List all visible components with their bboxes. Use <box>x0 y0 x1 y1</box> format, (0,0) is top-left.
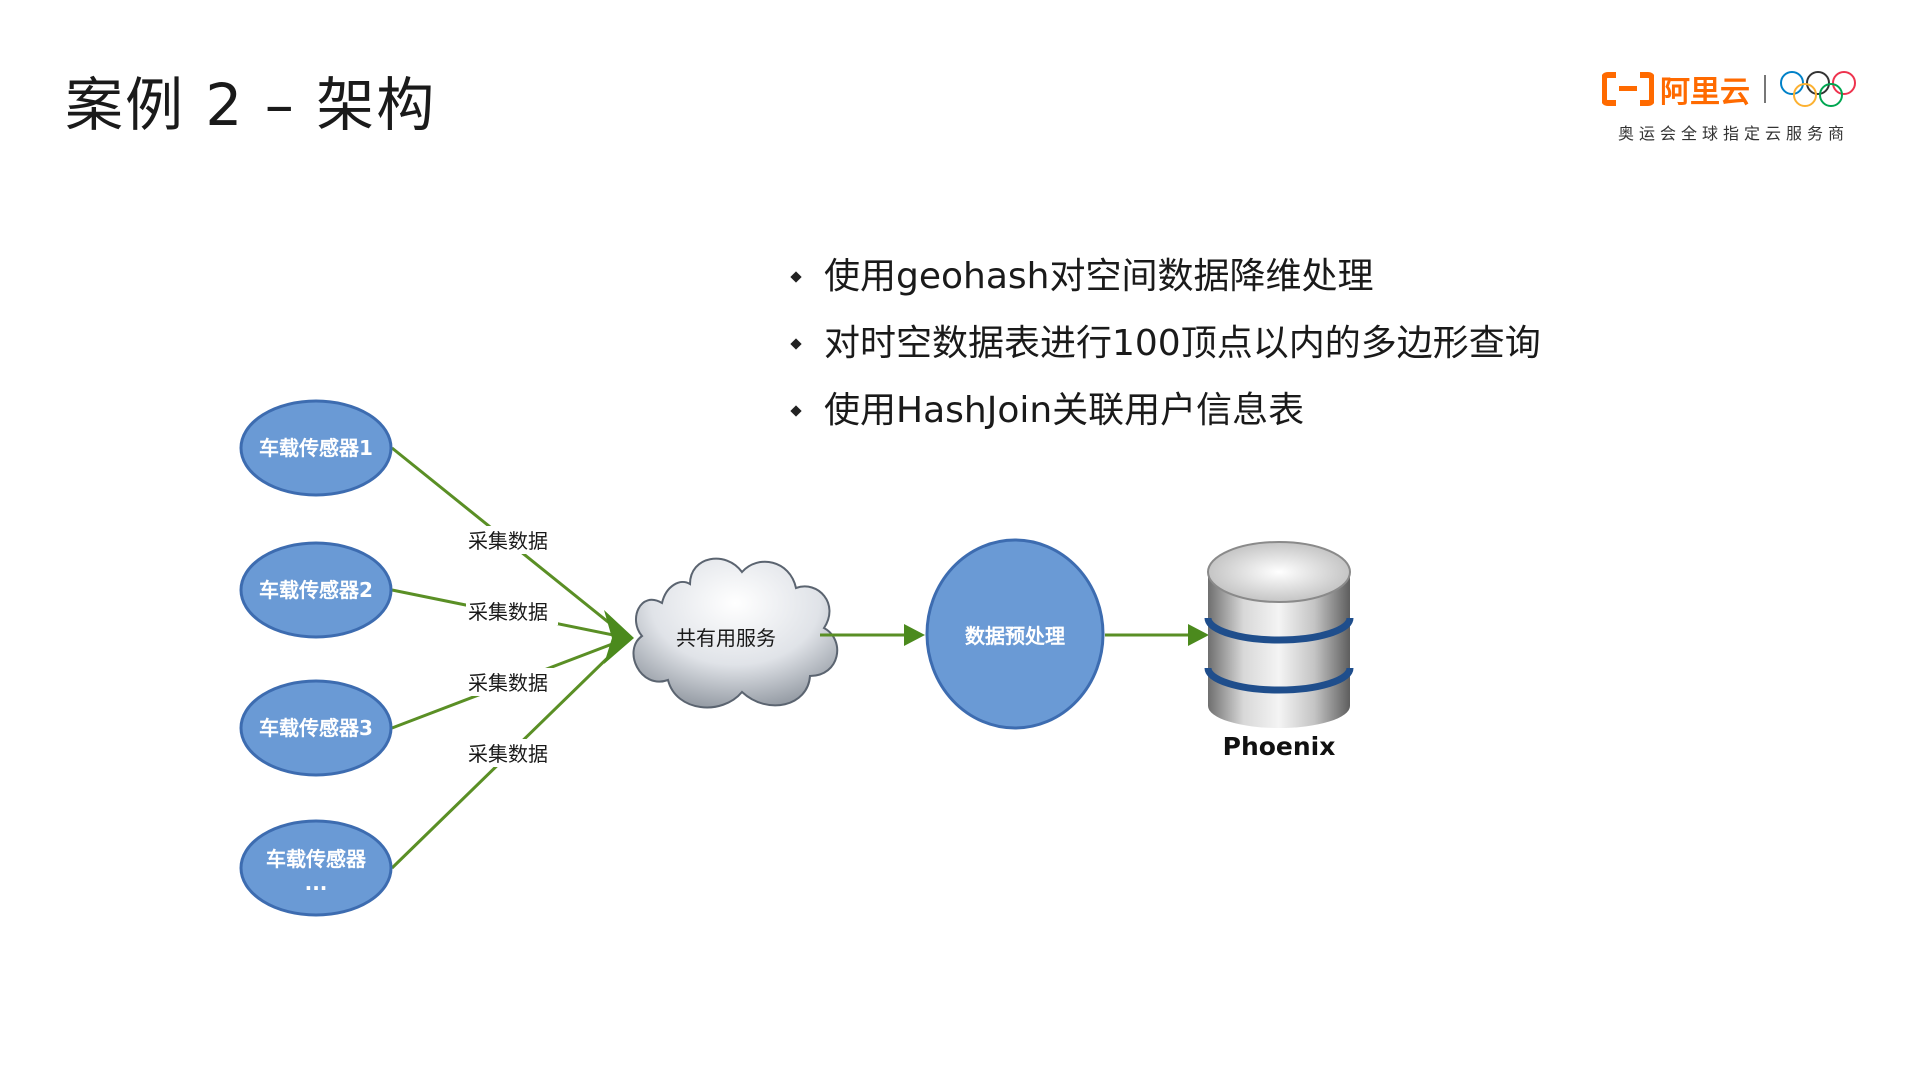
edge-label: 采集数据 <box>468 671 548 695</box>
sensor-edges <box>390 446 634 870</box>
aliyun-logo-icon <box>1602 72 1654 106</box>
cloud-icon <box>632 557 839 709</box>
brand-name: 阿里云 <box>1660 75 1750 110</box>
bullet-list: 使用geohash对空间数据降维处理 对时空数据表进行100顶点以内的多边形查询… <box>790 250 1541 451</box>
bullet-item: 使用HashJoin关联用户信息表 <box>790 384 1541 451</box>
sensor-label: 车载传感器1 <box>259 436 373 460</box>
cloud-label: 共有用服务 <box>676 626 776 650</box>
database-label: Phoenix <box>1223 732 1336 761</box>
sensor-node: 车载传感器1 <box>239 399 393 497</box>
bullet-text: 对时空数据表进行100顶点以内的多边形查询 <box>824 323 1541 364</box>
olympic-rings-icon <box>1780 71 1856 107</box>
brand-divider <box>1764 75 1766 103</box>
brand-logo: 阿里云 奥运会全球指定云服务商 <box>1578 60 1878 150</box>
sensor-node: 车载传感器2 <box>239 541 393 639</box>
brand-row: 阿里云 <box>1578 64 1858 114</box>
edge-label: 采集数据 <box>468 600 548 624</box>
edge-labels: 采集数据 采集数据 采集数据 采集数据 <box>466 526 558 767</box>
cloud-node: 共有用服务 <box>632 557 839 709</box>
edge-arrowhead <box>904 624 925 646</box>
sensor-label-ellipsis: ... <box>305 871 328 895</box>
edge-arrowhead <box>604 610 634 664</box>
sensor-label: 车载传感器2 <box>259 578 373 602</box>
sensor-label: 车载传感器3 <box>259 716 373 740</box>
sensor-label: 车载传感器 <box>266 847 367 871</box>
edge-arrowhead <box>1188 624 1209 646</box>
page-title: 案例 2 – 架构 <box>65 71 437 139</box>
bullet-text: 使用HashJoin关联用户信息表 <box>824 390 1305 431</box>
sensor-node: 车载传感器 ... <box>239 819 393 917</box>
edge-label: 采集数据 <box>468 529 548 553</box>
edge-label: 采集数据 <box>468 742 548 766</box>
bullet-text: 使用geohash对空间数据降维处理 <box>824 256 1374 297</box>
bullet-item: 对时空数据表进行100顶点以内的多边形查询 <box>790 317 1541 384</box>
database-icon <box>1204 541 1354 728</box>
brand-tagline: 奥运会全球指定云服务商 <box>1618 124 1850 143</box>
process-node: 数据预处理 <box>925 538 1105 730</box>
sensor-node: 车载传感器3 <box>239 679 393 777</box>
bullet-item: 使用geohash对空间数据降维处理 <box>790 250 1541 317</box>
process-label: 数据预处理 <box>965 624 1065 648</box>
